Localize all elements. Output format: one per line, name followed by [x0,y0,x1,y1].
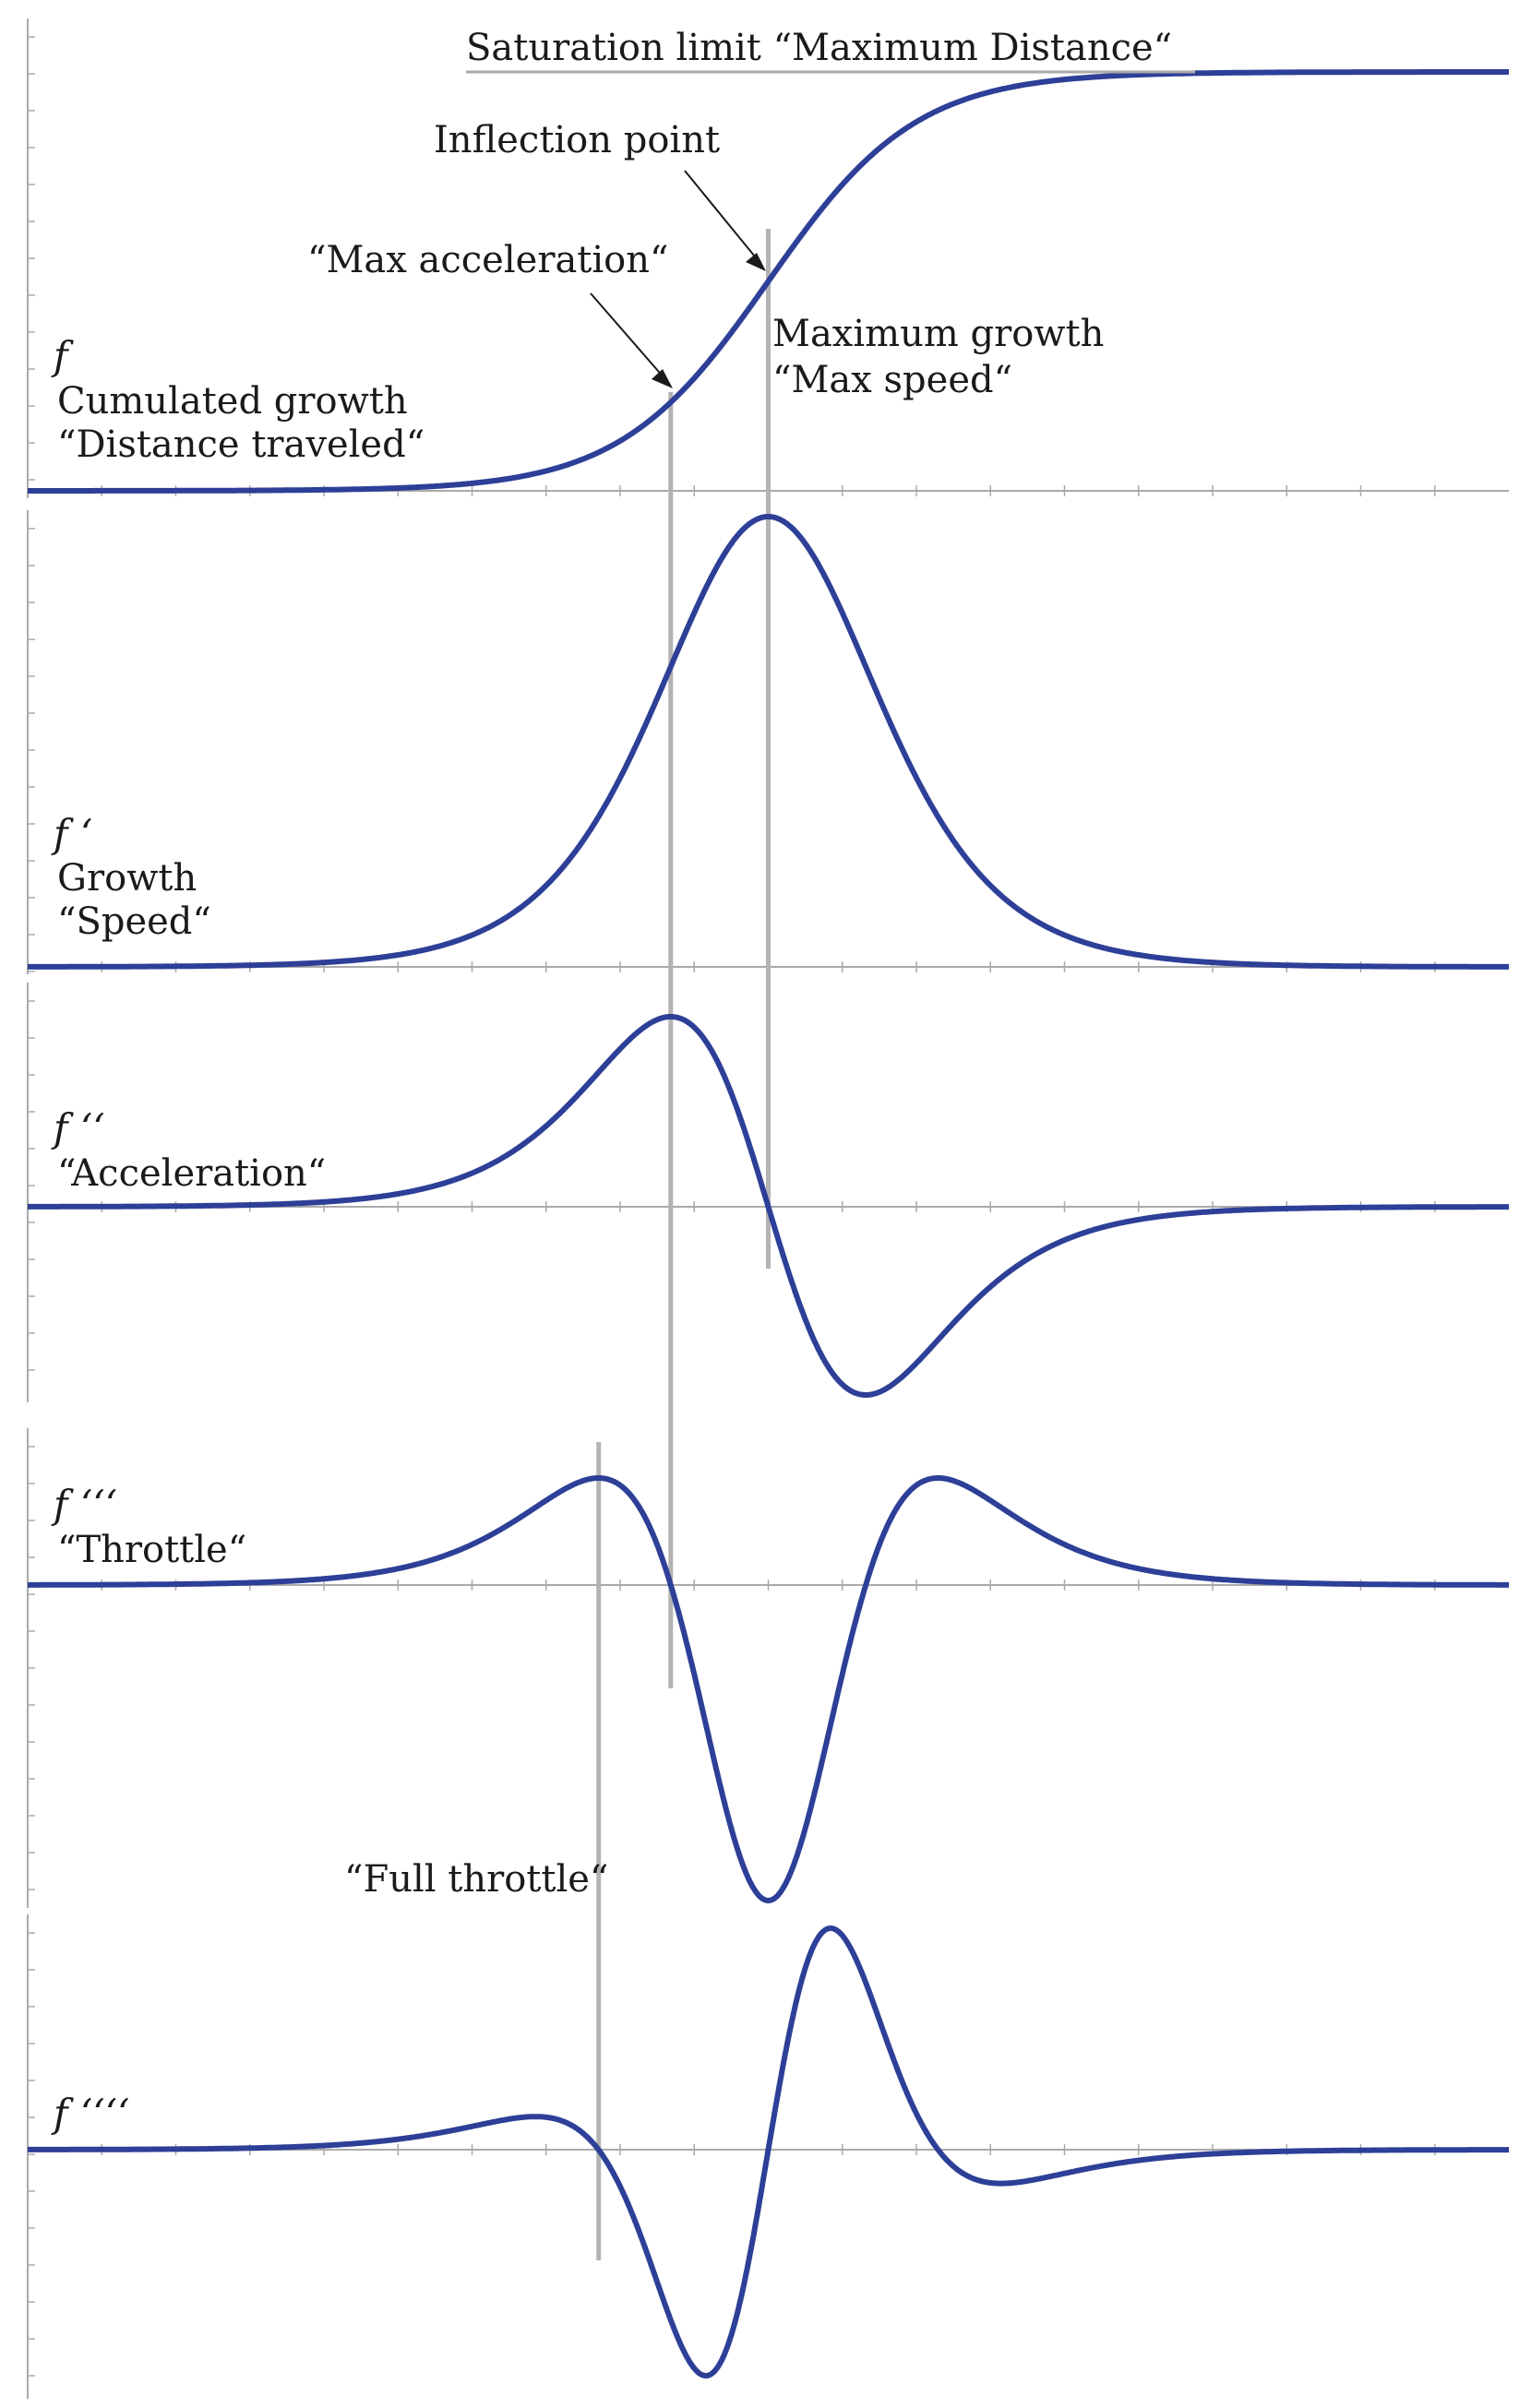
f1-curve [26,514,1511,970]
f3-label-throttle: “Throttle“ [57,1529,246,1571]
full-throttle-label: “Full throttle“ [344,1858,608,1901]
guide-lines-layer [596,229,771,2260]
saturation-label: Saturation limit “Maximum Distance“ [466,27,1172,69]
f2-curve [26,1014,1511,1398]
f2-label-acceleration: “Acceleration“ [57,1152,326,1195]
inflection-arrow [684,170,760,262]
f3-name: f ‘‘‘ [51,1482,117,1527]
f4-curve [26,1925,1511,2378]
f-label-distance-traveled: “Distance traveled“ [57,423,425,466]
inflection-arrowhead [746,253,766,271]
max-acceleration-arrow [590,292,665,379]
f1-name: f ‘ [51,811,92,856]
maximum-growth-label: Maximum growth [772,313,1104,355]
f-label-cumulated-growth: Cumulated growth [57,380,408,423]
f-curve [26,69,1511,494]
f3-curve [26,1475,1511,1903]
f2-name: f ‘‘ [51,1105,105,1150]
f1-label-growth: Growth [57,857,197,900]
f4-name: f ‘‘‘‘ [51,2091,129,2136]
f-name: f [51,333,74,378]
curves-layer [26,69,1511,2378]
f1-label-speed: “Speed“ [57,900,211,943]
max-acceleration-arrowhead [652,369,673,388]
max-speed-label: “Max speed“ [772,359,1012,401]
inflection-point-label: Inflection point [434,119,720,161]
max-acceleration-label: “Max acceleration“ [307,239,668,281]
